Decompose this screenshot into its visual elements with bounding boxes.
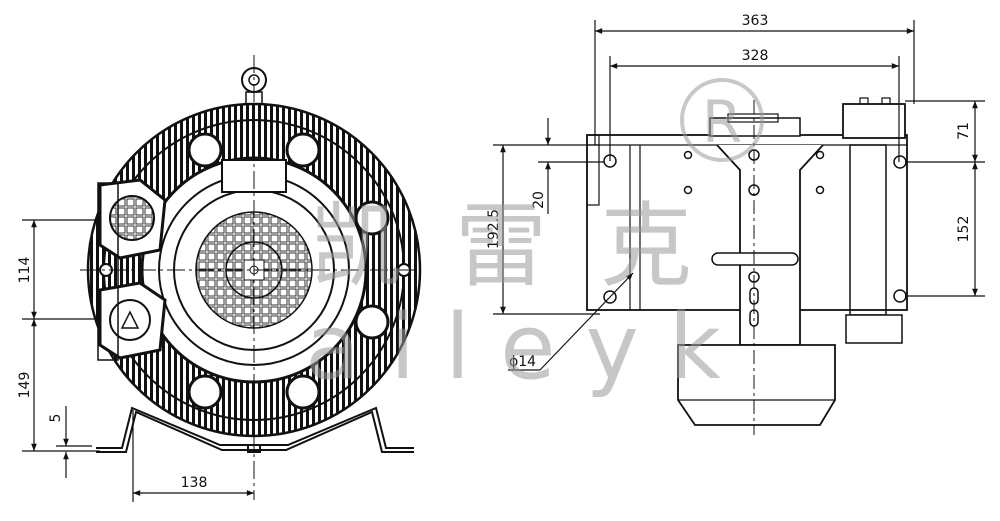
dim-152 — [905, 162, 985, 297]
dim-71 — [905, 100, 985, 163]
dim-label-114: 114 — [17, 257, 33, 284]
dim-label-71: 71 — [956, 122, 972, 140]
dim-phi14 — [508, 272, 634, 371]
dim-label-328: 328 — [742, 48, 769, 64]
dim-363 — [594, 20, 915, 145]
dim-20 — [538, 118, 604, 214]
dim-138 — [132, 410, 254, 502]
watermark-char-2: 雷 — [455, 193, 547, 300]
dim-label-138: 138 — [181, 475, 208, 491]
watermark: 凯 雷 克 aileyk R — [305, 78, 764, 400]
dim-328 — [609, 56, 900, 162]
dim-149 — [22, 319, 100, 452]
watermark-char-3: 克 — [600, 193, 692, 300]
base-feet — [96, 406, 414, 453]
registered-mark-icon — [680, 78, 764, 162]
port-inlet — [98, 178, 167, 260]
watermark-latin: aileyk — [305, 295, 751, 400]
dim-label-20: 20 — [531, 191, 547, 209]
dim-label-5: 5 — [48, 414, 64, 423]
front-view: 114 149 5 138 — [17, 55, 422, 502]
dim-label-149: 149 — [17, 372, 33, 399]
registered-mark-letter: R — [702, 88, 742, 156]
port-outlet — [98, 281, 167, 360]
dim-label-192-5: 192.5 — [486, 209, 502, 249]
dim-label-363: 363 — [742, 13, 769, 29]
dim-5 — [56, 406, 92, 478]
watermark-char-1: 凯 — [310, 193, 402, 300]
side-view: 363 328 192.5 20 ϕ14 — [486, 13, 985, 435]
dim-label-phi14: ϕ14 — [509, 354, 536, 370]
dim-label-152: 152 — [956, 216, 972, 243]
dim-192-5 — [493, 144, 600, 315]
